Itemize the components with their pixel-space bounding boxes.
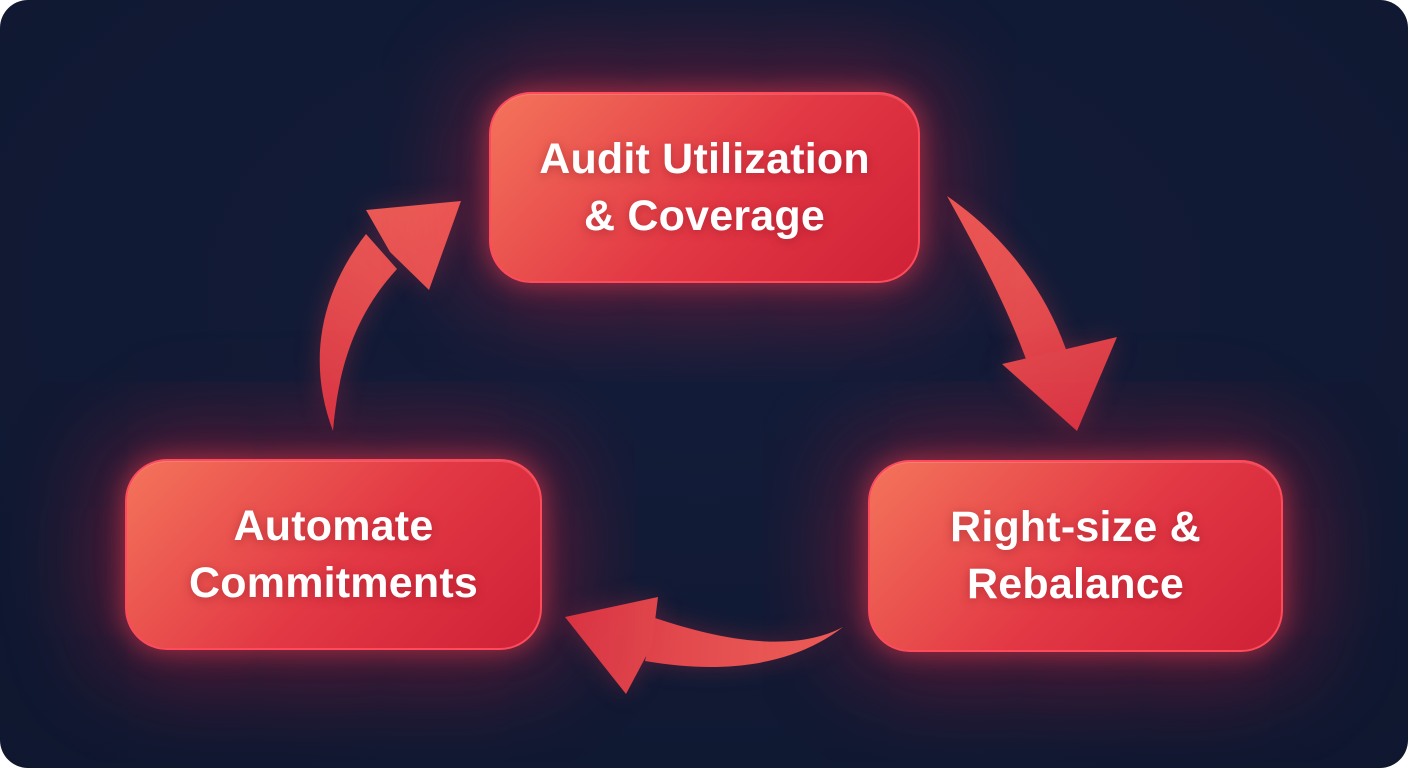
node-audit-utilization-coverage: Audit Utilization & Coverage xyxy=(489,92,920,283)
node-label-line: Automate xyxy=(233,501,434,550)
node-label-line: & Coverage xyxy=(584,191,825,240)
arrow-audit-to-rightsize xyxy=(947,196,1117,431)
node-label-line: Right-size & xyxy=(950,503,1201,552)
node-right-size-rebalance: Right-size & Rebalance xyxy=(868,460,1283,652)
arrow-rightsize-to-automate xyxy=(565,597,843,694)
node-label-line: Rebalance xyxy=(967,560,1184,608)
node-label-line: Commitments xyxy=(189,558,478,607)
arrow-automate-to-audit xyxy=(319,201,461,431)
node-label-line: Audit Utilization xyxy=(539,134,870,183)
node-automate-commitments: Automate Commitments xyxy=(125,459,542,650)
